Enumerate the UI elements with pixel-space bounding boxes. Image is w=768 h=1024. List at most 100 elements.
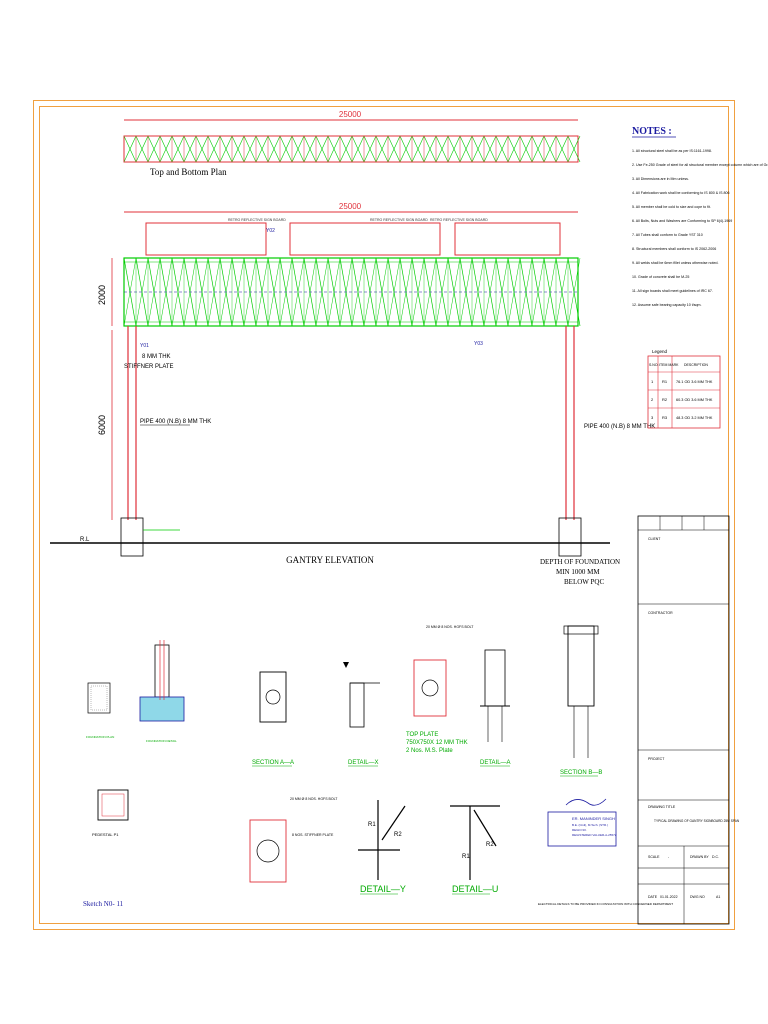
y01-label: Y01	[140, 343, 149, 349]
top-plate-title-3: 2 Nos. M.S. Plate	[406, 748, 453, 754]
dim-2000-text: 2000	[97, 285, 107, 305]
note-item: 8. Structural members shall conform to I…	[632, 247, 716, 251]
dim-6000-text: 6000	[97, 415, 107, 435]
plan-diagonal	[291, 135, 305, 163]
drawing-inner-border	[39, 106, 729, 924]
plan-diagonal	[267, 135, 281, 163]
plan-diagonal	[255, 135, 269, 163]
sign-board-1	[145, 222, 267, 256]
note-item: 7. All Tubes shall conform to Grade YST …	[632, 233, 703, 237]
note-item: 9. All welds shall be 6mm fillet unless …	[632, 261, 719, 265]
tb-dwg-value: A1	[716, 895, 720, 899]
note-item: 10. Grade of concrete shall be M-25	[632, 275, 689, 279]
plan-diagonal	[183, 135, 197, 163]
note-item: 3. All Dimensions are in Mm unless.	[632, 177, 689, 181]
legend-row-3-desc: 48.3 OD 3.2 MM THK	[676, 416, 713, 420]
elevation-dimension-text: 25000	[339, 202, 362, 211]
plan-diagonal	[519, 135, 533, 163]
note-item: 12. Assume safe bearing capacity 10 t/sq…	[632, 303, 702, 307]
tb-scale-label: SCALE	[648, 855, 660, 859]
detail-x-title: DETAIL—X	[348, 760, 379, 766]
foundation-plan-box	[87, 682, 111, 714]
legend-block: Legend S.NO. ITEM MARK DESCRIPTION 1 R1 …	[647, 349, 721, 429]
plan-diagonal	[363, 135, 377, 163]
section-bb-detail: SECTION B—B	[560, 625, 602, 777]
pedestal-ties	[101, 793, 125, 817]
pipe-right-label: PIPE 400 (N.B) 8 MM THK	[584, 424, 655, 430]
stamp-id: REGD NO.	[572, 828, 587, 832]
detail-a-title: DETAIL—A	[480, 760, 511, 766]
notes-title: NOTES :	[632, 126, 672, 137]
section-bb-cap	[563, 625, 599, 635]
stamp-border	[547, 811, 617, 847]
legend-row-3-mark: R3	[662, 415, 668, 420]
plan-diagonal	[555, 135, 569, 163]
plan-diagonal	[423, 135, 437, 163]
truss-diagonal	[531, 257, 545, 327]
detail-u-r1: R1	[462, 854, 470, 860]
legend-table	[647, 355, 721, 429]
sign-board-label-1: RETRO REFLECTIVE SIGN BOARD	[228, 218, 286, 222]
right-foundation	[558, 517, 582, 557]
detail-x-marker	[343, 662, 349, 668]
signature	[565, 798, 607, 806]
pedestal-label: PEDESTAL P1	[92, 832, 119, 837]
legend-header-sno: S.NO.	[649, 363, 659, 367]
detail-y-title: DETAIL—Y	[360, 884, 406, 894]
section-aa-detail: SECTION A—A	[252, 671, 294, 767]
pipe-left-label: PIPE 400 (N.B) 8 MM THK	[140, 419, 211, 425]
rl-label: R.L	[80, 537, 90, 543]
foot-note: ELECTRICAL DETAILS TO BE PROVIDED IN CON…	[538, 902, 673, 906]
top-plate-outline	[413, 659, 447, 717]
note-item: 11. All sign boards shall meet guideline…	[632, 289, 713, 293]
plan-diagonal	[483, 135, 497, 163]
detail-x-member	[349, 682, 365, 728]
tb-project: PROJECT	[648, 757, 665, 761]
title-block-frame	[637, 515, 730, 925]
sign-board-label-3: RETRO REFLECTIVE SIGN BOARD	[430, 218, 488, 222]
plan-diagonal	[207, 135, 221, 163]
foundation-plan-mesh	[90, 685, 108, 711]
detail-x: DETAIL—X	[343, 662, 380, 767]
legend-row-2-mark: R2	[662, 397, 668, 402]
stiffener-plate-note: 8 NOS. STIFFNER PLATE	[292, 833, 334, 837]
plan-diagonal	[315, 135, 329, 163]
pedestal-section	[154, 644, 170, 698]
legend-row-3-sno: 3	[651, 415, 654, 420]
sign-board-3	[454, 222, 561, 256]
section-aa-title: SECTION A—A	[252, 760, 294, 766]
engineer-stamp: ER. MANINDER SINGH B.E. (Civil), M.Tech.…	[538, 798, 673, 906]
legend-row-1-mark: R1	[662, 379, 668, 384]
tb-client: CLIENT	[648, 537, 661, 541]
truss-diagonal	[351, 257, 365, 327]
plan-diagonal	[459, 135, 473, 163]
plan-diagonal	[543, 135, 557, 163]
plan-truss	[123, 135, 581, 163]
plan-diagonal	[387, 135, 401, 163]
legend-row-1-sno: 1	[651, 379, 654, 384]
tb-drawing-title: TYPICAL DRAWING OF GANTRY SIGNBOARD 25M …	[654, 819, 740, 823]
section-aa-pipe	[265, 689, 281, 705]
detail-u: R1 R2 DETAIL—U	[450, 805, 500, 895]
plan-title: Top and Bottom Plan	[150, 167, 227, 177]
truss-diagonal	[171, 257, 185, 327]
plan-diagonal	[195, 135, 209, 163]
tb-drawn-label: DRAWN BY	[690, 855, 709, 859]
detail-a-column	[484, 649, 506, 707]
foundation-plan-label: FOUNDATION PLAN	[86, 735, 114, 739]
note-item: 5. All member shall be cold to size and …	[632, 205, 711, 209]
section-bb-title: SECTION B—B	[560, 770, 602, 776]
notes-list: 1. All structural steel shall be as per …	[632, 149, 768, 307]
truss-diagonal	[375, 257, 389, 327]
tb-drawing-title-label: DRAWING TITLE	[648, 805, 676, 809]
tb-date-label: DATE	[648, 895, 658, 899]
pedestal-detail: PEDESTAL P1 Sketch N0- 11	[83, 789, 129, 908]
stamp-degree: B.E. (Civil), M.Tech. (STR.)	[572, 823, 608, 827]
truss-diagonal	[435, 257, 449, 327]
legend-row-1-desc: 76.1 OD 3.6 MM THK	[676, 380, 713, 384]
plan-diagonal	[135, 135, 149, 163]
detail-y-r2: R2	[394, 832, 402, 838]
plan-diagonal	[495, 135, 509, 163]
elevation-title: GANTRY ELEVATION	[286, 555, 374, 565]
plan-diagonal	[411, 135, 425, 163]
